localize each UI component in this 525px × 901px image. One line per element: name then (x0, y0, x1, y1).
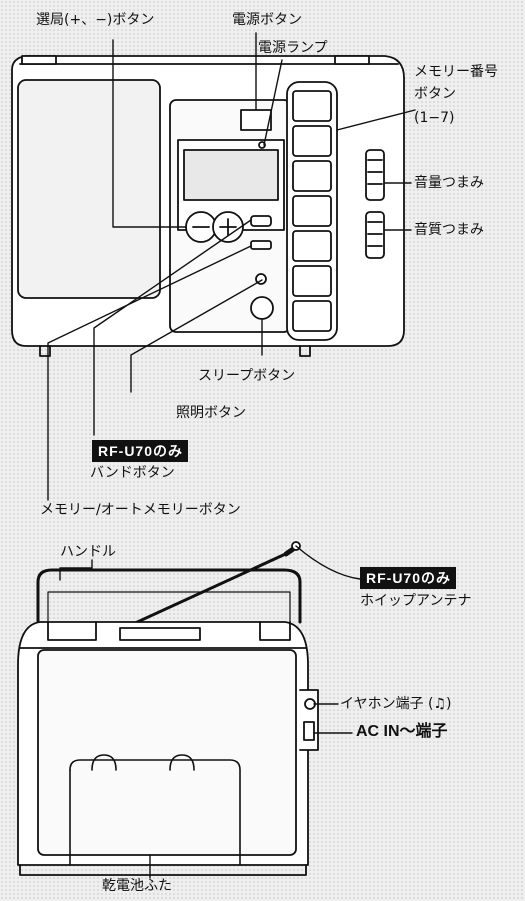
power-lamp (258, 141, 266, 149)
handle (36, 568, 302, 624)
ac-in-jack-label: AC IN〜端子 (356, 723, 448, 740)
back-leader-lines (59, 559, 353, 879)
front-leader-lines (47, 32, 416, 501)
radio-front-view (11, 55, 405, 357)
speaker-grille (17, 79, 161, 299)
memory-auto-button (250, 240, 272, 250)
whip-antenna-label: ホイップアンテナ (360, 593, 472, 609)
tone-knob-label: 音質つまみ (414, 222, 484, 238)
power-button-label: 電源ボタン (232, 12, 302, 28)
sleep-button (250, 296, 274, 320)
light-button-label: 照明ボタン (176, 405, 246, 421)
battery-cover-label: 乾電池ふた (102, 878, 172, 894)
sleep-button-label: スリープボタン (198, 368, 296, 384)
band-button-label: バンドボタン (90, 465, 175, 481)
volume-knob-label: 音量つまみ (414, 175, 484, 191)
memory-button-strip (286, 81, 338, 341)
band-button (250, 215, 272, 227)
memory-number-label-line1: メモリー番号 (414, 64, 498, 80)
power-button (240, 109, 272, 131)
power-lamp-label: 電源ランプ (258, 40, 328, 56)
model-only-badge-top: RF-U70のみ (92, 440, 189, 462)
radio-back-view (17, 541, 361, 876)
memory-number-label-line2: ボタン (414, 86, 456, 102)
tuning-button-label: 選局(+、−)ボタン (36, 12, 155, 28)
tone-knob (365, 211, 385, 259)
memory-auto-memory-button-label: メモリー/オートメモリーボタン (40, 502, 241, 518)
model-only-badge-bottom: RF-U70のみ (360, 567, 457, 589)
volume-knob (365, 149, 385, 201)
earphone-jack-label: イヤホン端子 (♫) (340, 696, 452, 712)
memory-number-label-line3: (1−7) (414, 110, 455, 126)
back-panel (37, 649, 297, 856)
lcd-display (183, 149, 279, 201)
handle-label: ハンドル (60, 544, 116, 560)
